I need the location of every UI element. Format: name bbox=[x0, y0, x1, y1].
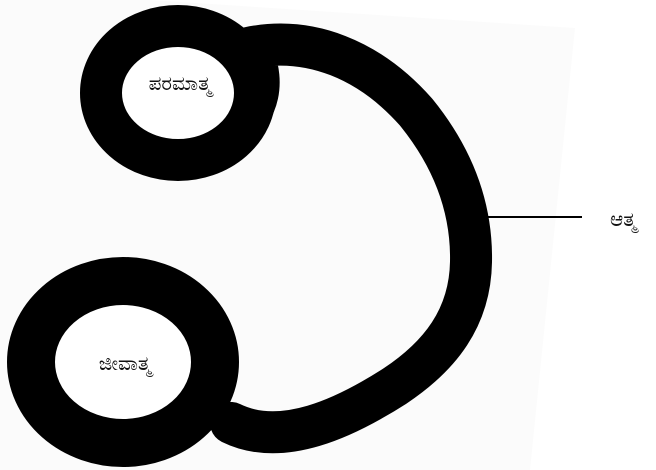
pointer-label: ಆತ್ಮ bbox=[610, 207, 640, 233]
lower-loop-label: ಜೀವಾತ್ಮ bbox=[99, 351, 155, 377]
upper-loop-label: ಪರಮಾತ್ಮ bbox=[149, 71, 215, 97]
